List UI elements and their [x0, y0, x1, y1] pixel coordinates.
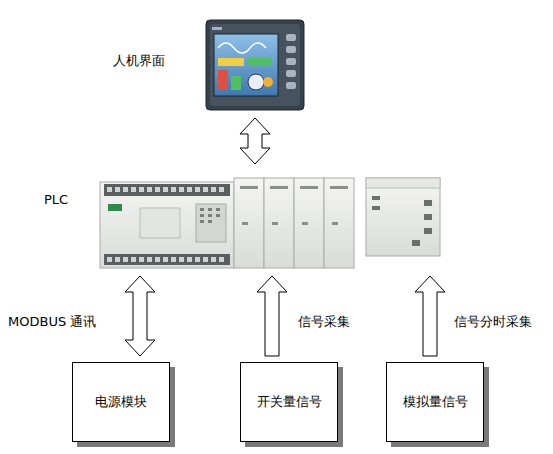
- box-label: 模拟量信号: [403, 394, 468, 410]
- edge-label: 信号分时采集: [452, 313, 534, 331]
- hmi-unit: 人机界面: [205, 18, 305, 112]
- plc-unit: PLC: [98, 170, 443, 270]
- signal-box: 模拟量信号: [386, 362, 484, 442]
- box-label: 开关量信号: [257, 394, 322, 410]
- edge-label: 信号采集: [296, 313, 352, 331]
- block-arrow: [257, 276, 287, 356]
- hmi-picture: [206, 20, 304, 110]
- plc-picture: [100, 178, 440, 268]
- block-arrow: [240, 118, 270, 164]
- box-label: 电源模块: [95, 394, 147, 410]
- unit-heading: 人机界面: [113, 52, 165, 70]
- unit-heading: PLC: [44, 192, 68, 207]
- edge-label: MODBUS 通讯: [6, 313, 98, 331]
- signal-box: 开关量信号: [240, 362, 338, 442]
- module-box: 电源模块: [72, 362, 170, 442]
- block-arrow: [125, 276, 155, 356]
- block-arrow: [415, 276, 445, 356]
